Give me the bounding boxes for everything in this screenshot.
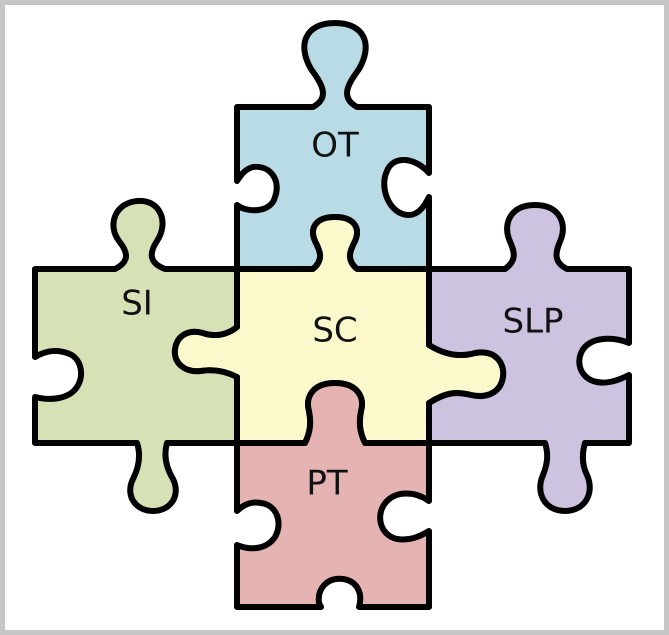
label-ot: OT [311,126,359,166]
puzzle-diagram: OT SI SC SLP PT [5,5,664,630]
label-sc: SC [312,311,357,351]
label-pt: PT [306,464,348,504]
label-si: SI [121,284,153,324]
label-slp: SLP [502,302,563,342]
